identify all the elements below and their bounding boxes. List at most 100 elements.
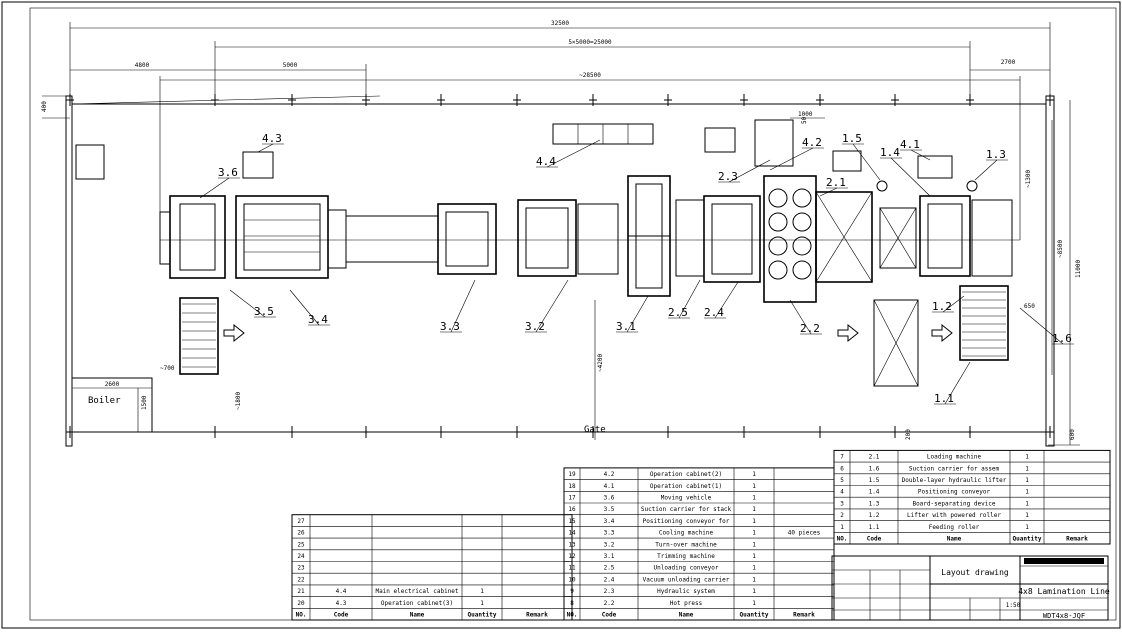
- callout-label: 1.6: [1052, 332, 1072, 345]
- bom-cell: 3.6: [604, 495, 615, 502]
- title-block: Layout drawing 4x8 Lamination Line WDT4x…: [831, 555, 1110, 621]
- dim-200: 200: [905, 429, 912, 440]
- bom-cell: 1: [1025, 477, 1029, 484]
- bom-cell: 1: [480, 600, 484, 607]
- cabinets: [75, 119, 953, 180]
- bom-cell: Positioning conveyor: [918, 489, 991, 496]
- bom-cell: 2: [840, 512, 844, 519]
- press-roller: [768, 260, 788, 280]
- bom-header-cell: NO.: [296, 612, 307, 619]
- press-roller: [792, 188, 812, 208]
- press-roller: [768, 188, 788, 208]
- callout-2-2: 2.2: [789, 299, 822, 335]
- bom-cell: Cooling machine: [659, 530, 714, 537]
- column-mark: [362, 426, 370, 438]
- callout-4-3: 4.3: [257, 132, 284, 153]
- bom-cell: 21: [297, 588, 305, 595]
- column-mark: [66, 94, 74, 106]
- bom-cell: 24: [297, 553, 305, 560]
- bom-cell: Operation cabinet(2): [650, 471, 722, 478]
- column-mark: [513, 426, 521, 438]
- bom-cell: 23: [297, 565, 305, 572]
- machines: [159, 175, 1020, 387]
- callout-label: 2.1: [826, 176, 846, 189]
- bom-cell: 1: [752, 495, 756, 502]
- press-roller: [792, 236, 812, 256]
- callout-3-2: 3.2: [525, 279, 569, 333]
- company-logo: [1024, 558, 1104, 564]
- bom-cell: 40 pieces: [788, 530, 821, 537]
- bom-cell: 2.5: [604, 565, 615, 572]
- gate-label: Gate: [584, 425, 606, 435]
- bom-cell: 14: [568, 530, 576, 537]
- dim-left: 4800: [135, 62, 150, 69]
- column-mark: [740, 426, 748, 438]
- dim-boiler-w: 2600: [105, 381, 120, 388]
- callout-1-6: 1.6: [1019, 307, 1074, 345]
- bom-cell: 1: [752, 565, 756, 572]
- callout-label: 2.2: [800, 322, 820, 335]
- bom-header-cell: Name: [947, 536, 962, 543]
- callout-2-5: 2.5: [668, 279, 701, 319]
- column-mark: [437, 94, 445, 106]
- column-mark: [740, 94, 748, 106]
- bom-header-cell: Code: [867, 536, 882, 543]
- drawing-number: WDT4x8-JQF: [1043, 612, 1085, 620]
- bom-cell: 3.1: [604, 553, 615, 560]
- flow-arrow: [223, 323, 245, 343]
- bom-cell: 1: [1025, 465, 1029, 472]
- bom-cell: Lifter with powered roller: [907, 512, 1001, 519]
- bom-cell: 1: [752, 553, 756, 560]
- callout-1-2: 1.2: [932, 295, 965, 313]
- bom-cell: 3: [840, 500, 844, 507]
- bom-cell: Turn-over machine: [655, 541, 717, 548]
- bom-cell: Operation cabinet(1): [650, 483, 722, 490]
- bom-header-cell: Remark: [793, 612, 815, 619]
- callout-3-6: 3.6: [199, 166, 240, 199]
- callout-label: 4.1: [900, 138, 920, 151]
- bom-cell: 1: [752, 541, 756, 548]
- drawing-name: Layout drawing: [941, 568, 1009, 577]
- bom-header-cell: NO.: [837, 536, 848, 543]
- column-mark: [288, 426, 296, 438]
- column-mark: [966, 426, 974, 438]
- bom-cell: 15: [568, 518, 576, 525]
- flow-arrow: [931, 323, 953, 343]
- bom-cell: 1: [752, 588, 756, 595]
- bom-cell: Suction carrier for stack: [641, 506, 732, 513]
- dim-4200: ~4200: [597, 354, 604, 372]
- callout-4-2: 4.2: [769, 136, 824, 171]
- column-mark: [589, 426, 597, 438]
- callout-label: 3.4: [308, 313, 328, 326]
- column-mark: [966, 94, 974, 106]
- project-name: 4x8 Lamination Line: [1018, 587, 1110, 596]
- bom-cell: 1: [752, 600, 756, 607]
- building-outline: [65, 95, 1055, 447]
- bom-header-cell: Quantity: [468, 612, 497, 619]
- bom-cell: 2.1: [869, 454, 880, 461]
- bom-cell: 3.5: [604, 506, 615, 513]
- callout-2-4: 2.4: [704, 281, 739, 319]
- dim-1300: ~1300: [1025, 170, 1032, 188]
- column-mark: [1046, 94, 1054, 106]
- dim-boiler-h: 1500: [141, 395, 148, 410]
- bom-cell: 2.4: [604, 576, 615, 583]
- bom-cell: 1.6: [869, 465, 880, 472]
- drawing-scale: 1:50: [1006, 602, 1021, 609]
- callout-3-3: 3.3: [440, 279, 476, 333]
- bom-cell: 27: [297, 518, 305, 525]
- callout-label: 3.5: [254, 305, 274, 318]
- bom-cell: 1: [752, 506, 756, 513]
- bom-cell: 25: [297, 541, 305, 548]
- bom-cell: 20: [297, 600, 305, 607]
- callout-4-1: 4.1: [900, 138, 931, 161]
- callout-1-5: 1.5: [842, 132, 881, 181]
- bom-cell: 7: [840, 454, 844, 461]
- dim-1000: 1000: [798, 111, 813, 118]
- bom-cell: 3.4: [604, 518, 615, 525]
- dim-right: 2700: [1001, 59, 1016, 66]
- column-mark: [513, 94, 521, 106]
